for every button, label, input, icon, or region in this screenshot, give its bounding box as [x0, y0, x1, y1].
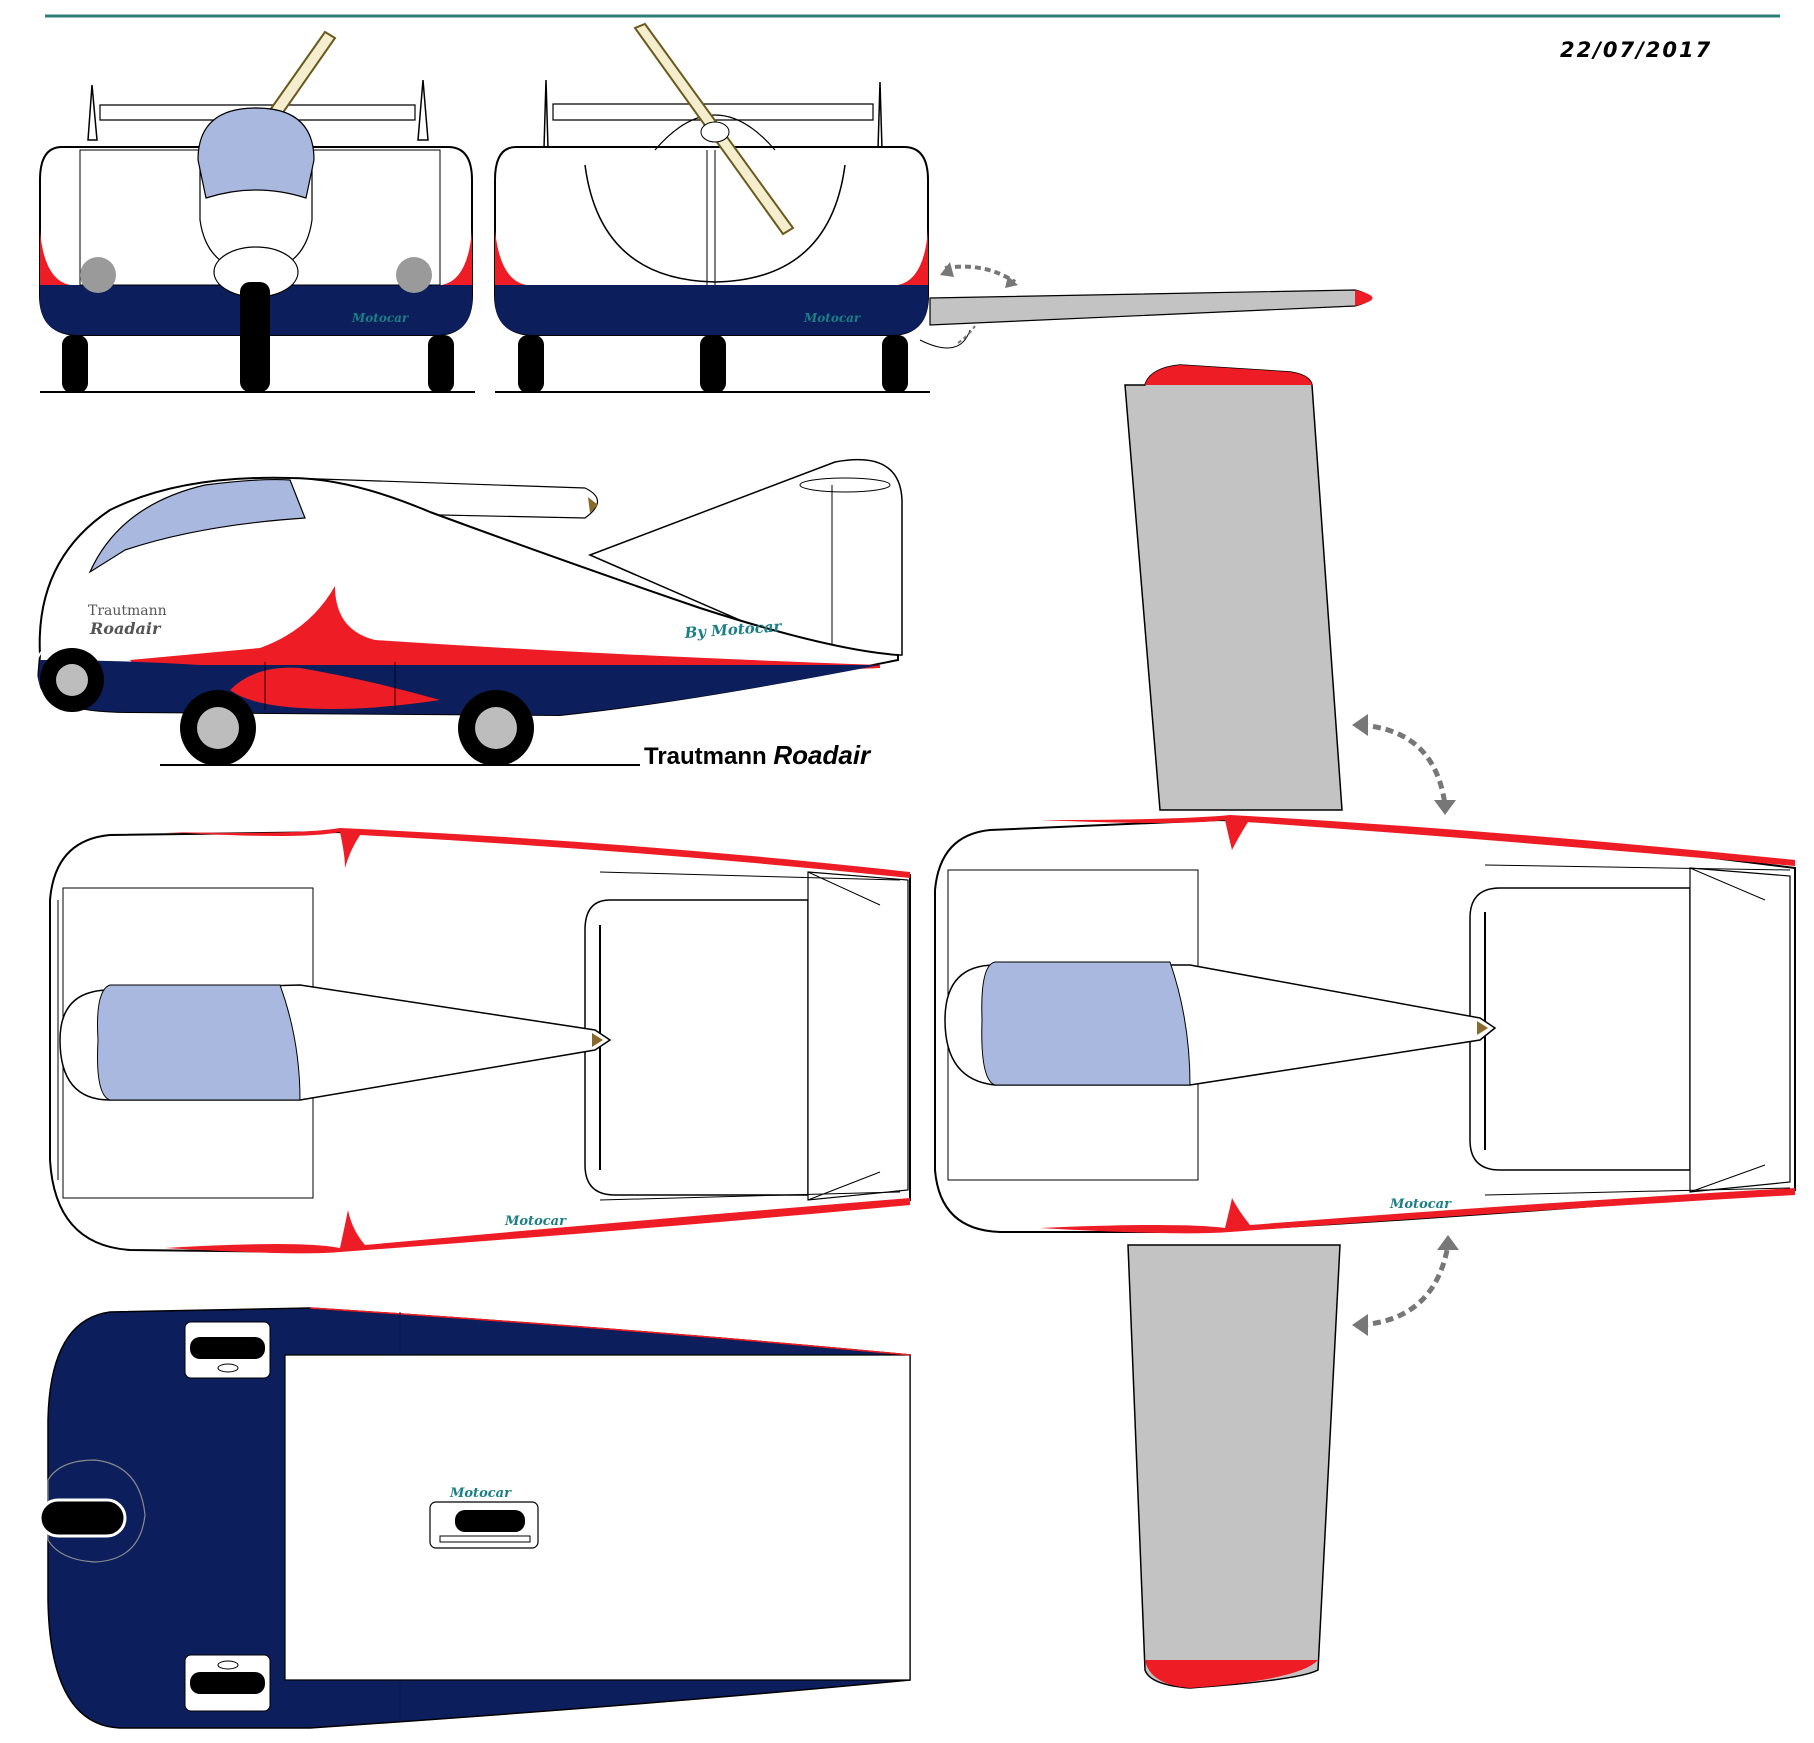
- front-view: Motocar: [39, 30, 475, 393]
- top-view-folded: Motocar: [49, 828, 911, 1254]
- left-headlight: [80, 257, 116, 293]
- top-folded-brand: Motocar: [504, 1214, 567, 1229]
- caption-model: Roadair: [773, 740, 871, 770]
- upper-wing: [1124, 364, 1343, 811]
- right-headlight: [396, 257, 432, 293]
- side-make-label: Trautmann: [88, 603, 167, 619]
- drawing-caption: Trautmann Roadair: [644, 740, 870, 771]
- folded-wing: [929, 289, 1371, 326]
- rear-view: Motocar: [494, 22, 1373, 393]
- bottom-view: Motocar: [38, 1307, 911, 1729]
- top-spread-brand: Motocar: [1389, 1197, 1452, 1212]
- caption-make: Trautmann: [644, 743, 767, 770]
- top-view-spread: Motocar: [934, 815, 1796, 1234]
- side-model-label: Roadair: [89, 619, 162, 638]
- front-brand: Motocar: [351, 311, 410, 325]
- side-view: Trautmann Roadair By Motocar: [34, 458, 903, 766]
- bottom-brand: Motocar: [449, 1486, 512, 1501]
- wing-fold-arrows: [1352, 714, 1459, 1336]
- drawing-date: 22/07/2017: [1560, 38, 1713, 62]
- rear-brand: Motocar: [803, 311, 862, 325]
- lower-wing: [1127, 1244, 1341, 1689]
